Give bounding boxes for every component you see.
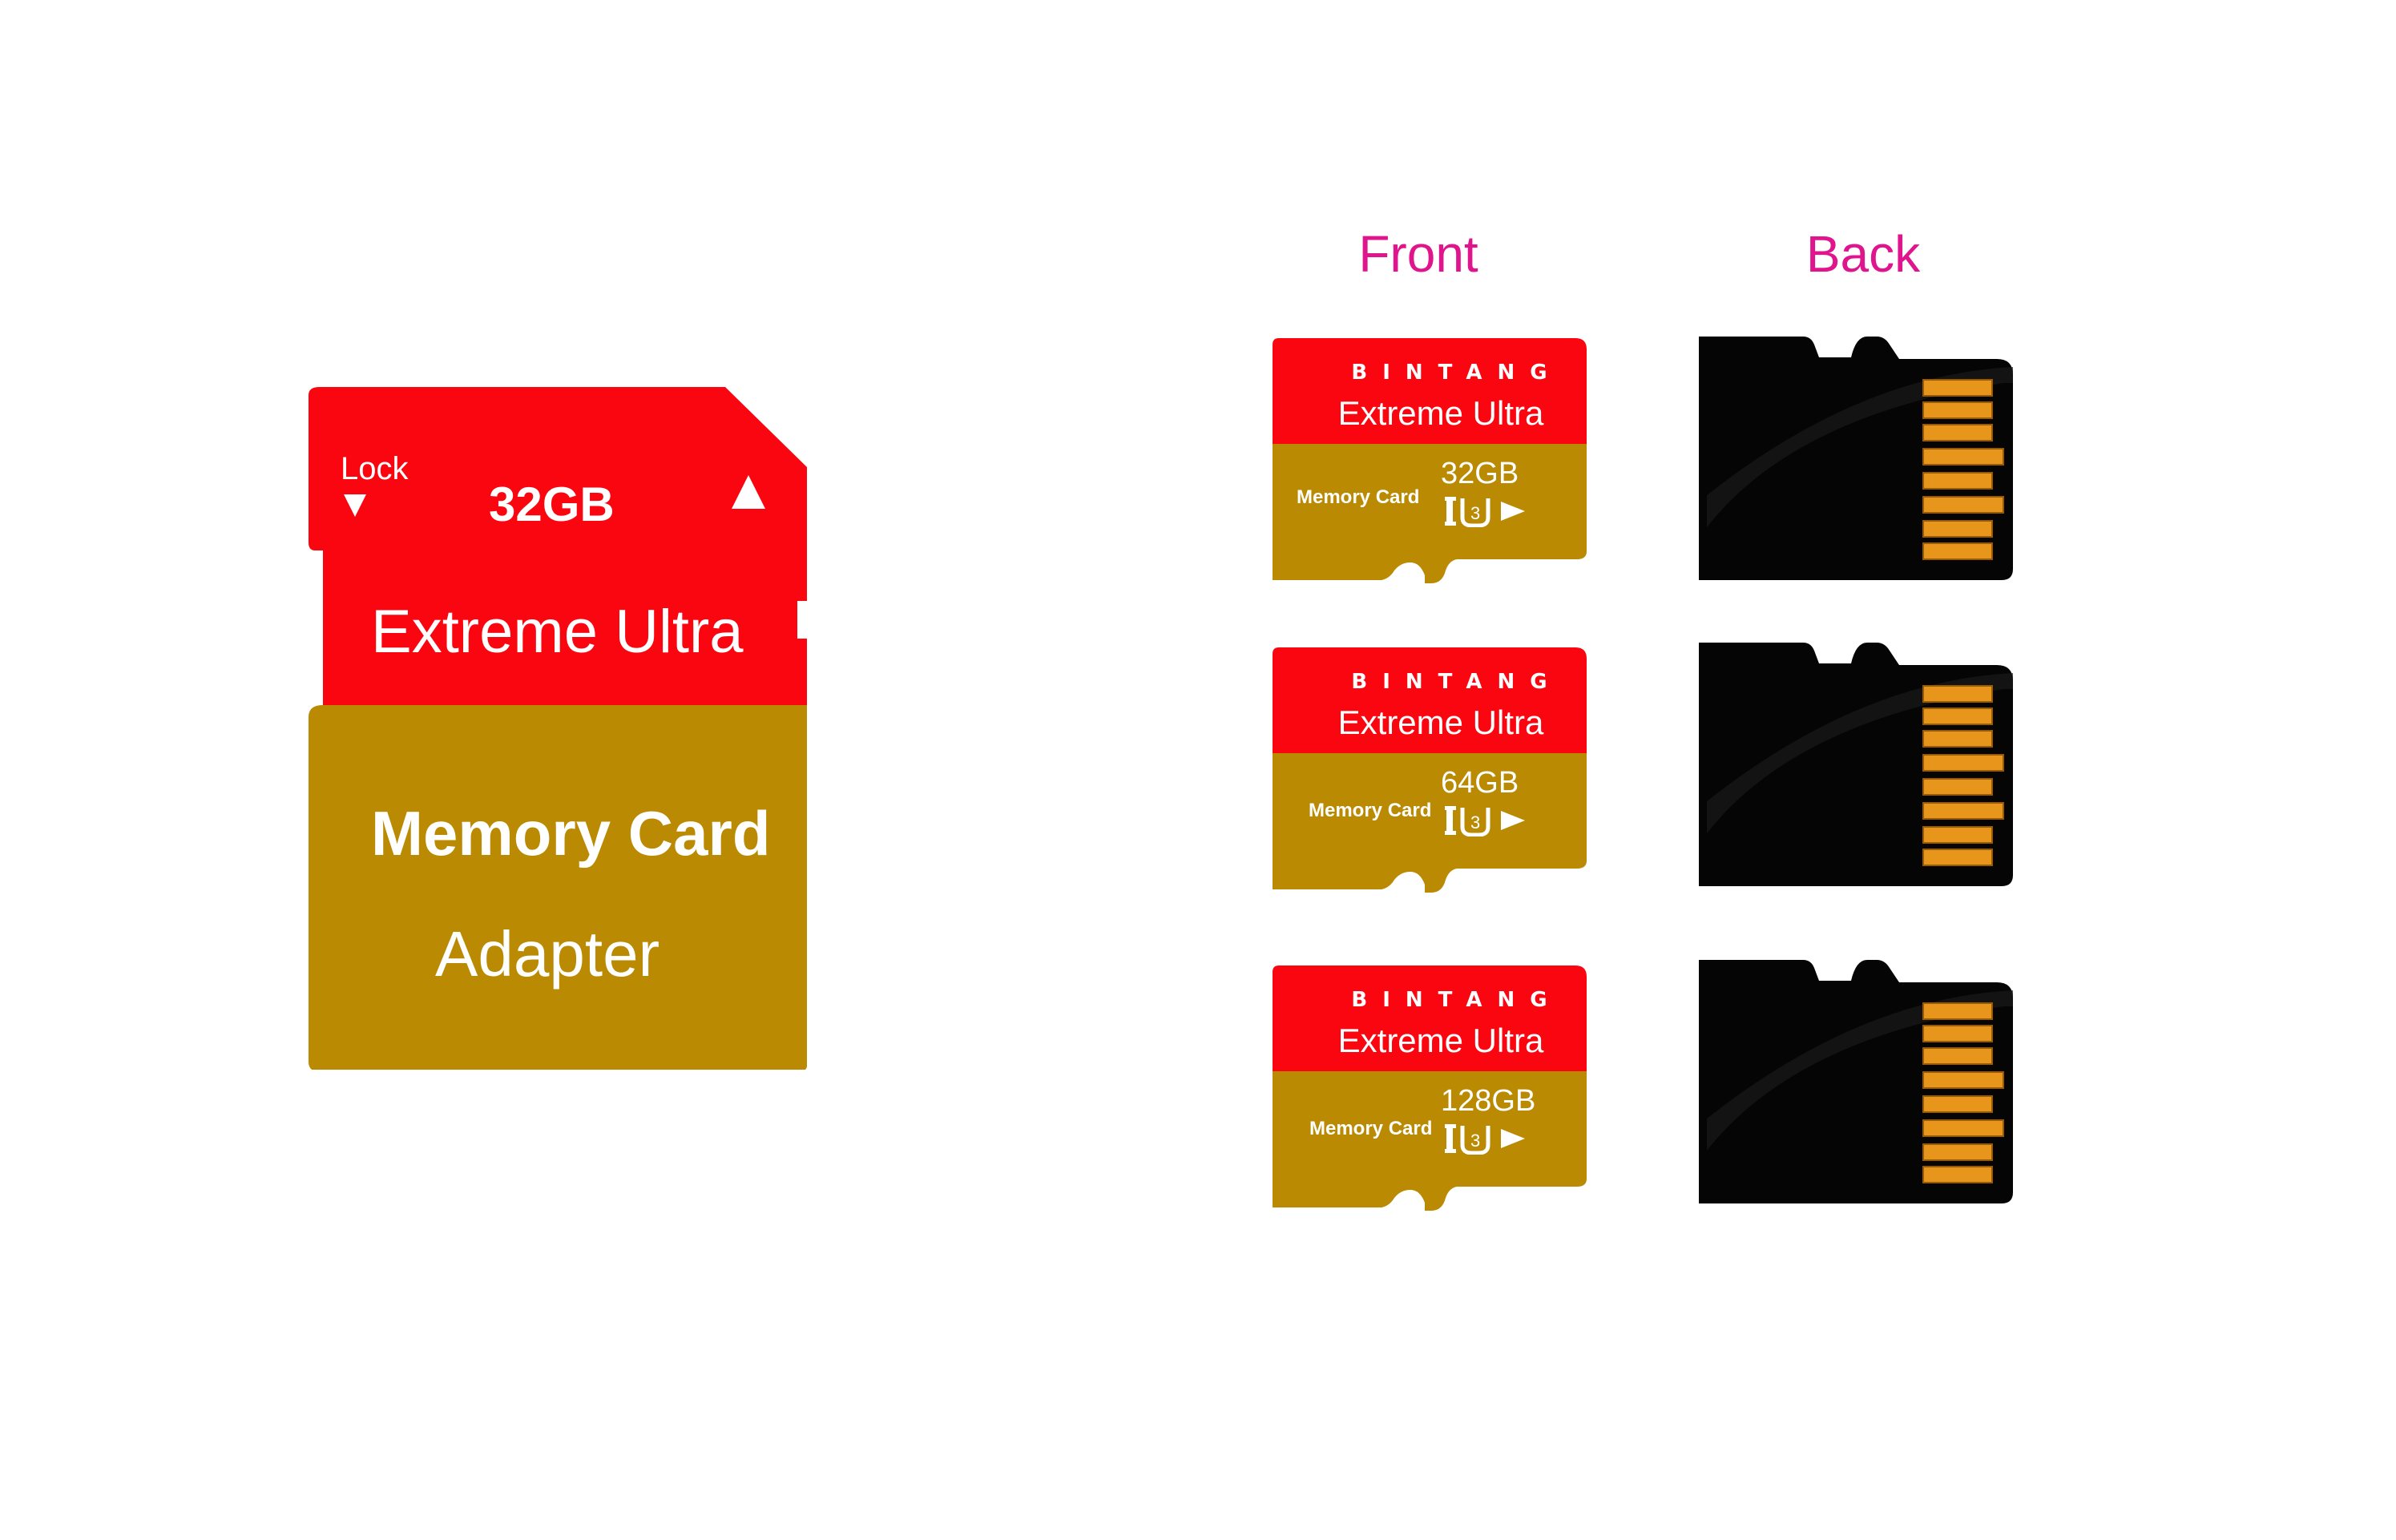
micro-card-front-128gb: BINTANG Extreme Ultra Memory Card 128GB … (1273, 966, 1587, 1211)
sd-card-shape (309, 387, 807, 1070)
micro-card-back (1699, 958, 2013, 1203)
lock-arrow-icon (344, 494, 366, 517)
svg-text:3: 3 (1470, 1131, 1480, 1151)
micro-line: Extreme Ultra (1337, 1022, 1544, 1059)
svg-text:3: 3 (1470, 812, 1480, 832)
micro-card-back (1699, 641, 2013, 886)
micro-capacity: 32GB (1441, 457, 1519, 490)
micro-brand: BINTANG (1351, 988, 1563, 1012)
micro-card-front-64gb: BINTANG Extreme Ultra Memory Card 64GB 3 (1273, 647, 1587, 893)
adapter-line3: Adapter (435, 918, 660, 990)
back-heading: Back (1805, 225, 1921, 283)
micro-capacity: 64GB (1441, 766, 1519, 800)
insert-arrow-icon (732, 475, 765, 509)
svg-text:3: 3 (1470, 503, 1480, 523)
lock-label: Lock (341, 451, 409, 486)
card-back-shape (1699, 960, 2013, 1203)
micro-label: Memory Card (1309, 1118, 1433, 1139)
contact-pins-icon (1922, 379, 2004, 560)
adapter-line2: Memory Card (371, 798, 771, 869)
contact-pins-icon (1922, 685, 2004, 866)
uhs-class-icon: 3 (1445, 497, 1525, 527)
card-back-shape (1699, 643, 2013, 886)
micro-brand: BINTANG (1351, 670, 1563, 694)
micro-card-back (1699, 335, 2013, 580)
micro-line: Extreme Ultra (1337, 703, 1544, 741)
micro-brand: BINTANG (1351, 361, 1563, 385)
adapter-line1: Extreme Ultra (371, 598, 744, 666)
micro-label: Memory Card (1297, 486, 1420, 508)
micro-label: Memory Card (1309, 800, 1432, 821)
contact-pins-icon (1922, 1002, 2004, 1183)
micro-capacity: 128GB (1441, 1084, 1536, 1118)
micro-card-front-32gb: BINTANG Extreme Ultra Memory Card 32GB 3 (1273, 338, 1587, 583)
card-back-shape (1699, 337, 2013, 580)
front-heading: Front (1358, 225, 1478, 283)
micro-line: Extreme Ultra (1337, 394, 1544, 432)
uhs-class-icon: 3 (1445, 1124, 1525, 1155)
adapter-capacity: 32GB (489, 478, 615, 531)
uhs-class-icon: 3 (1445, 806, 1525, 837)
sd-card-adapter: Lock 32GB Extreme Ultra Memory Card Adap… (309, 381, 807, 1070)
